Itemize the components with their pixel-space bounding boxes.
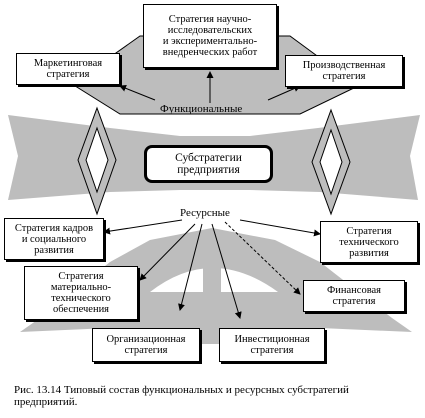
investment-strategy-box: Инвестиционная стратегия — [219, 328, 325, 362]
arrow-to-technical — [239, 219, 321, 237]
production-strategy-box: Производственная стратегия — [285, 55, 403, 87]
inner-pillar-shape — [203, 262, 221, 292]
arrow-to-organizational — [178, 223, 203, 311]
arrow-to-investment — [211, 223, 242, 319]
center-box: Субстратегии предприятия — [144, 145, 273, 183]
right-diamond-inner — [319, 128, 343, 196]
arrow-to-personnel — [103, 219, 183, 235]
organizational-strategy-box: Организационная стратегия — [92, 328, 200, 362]
material-strategy-box: Стратегия материально- технического обес… — [24, 266, 138, 320]
left-diamond-inner — [85, 126, 109, 194]
arrow-to-financial — [224, 221, 301, 295]
marketing-strategy-box: Маркетинговая стратегия — [16, 53, 120, 85]
personnel-strategy-box: Стратегия кадров и социального развития — [4, 218, 104, 260]
functional-label: Функциональные — [160, 103, 243, 115]
arrow-to-material — [139, 223, 196, 281]
arrow-to-marketing — [119, 84, 156, 101]
rnd-strategy-box: Стратегия научно- исследовательских и эк… — [143, 4, 277, 68]
resource-label: Ресурсные — [180, 207, 230, 219]
figure-caption: Рис. 13.14 Типовый состав функциональных… — [14, 384, 349, 408]
technical-strategy-box: Стратегия технического развития — [320, 221, 418, 263]
financial-strategy-box: Финансовая стратегия — [303, 280, 405, 312]
arrow-to-production — [267, 85, 301, 101]
